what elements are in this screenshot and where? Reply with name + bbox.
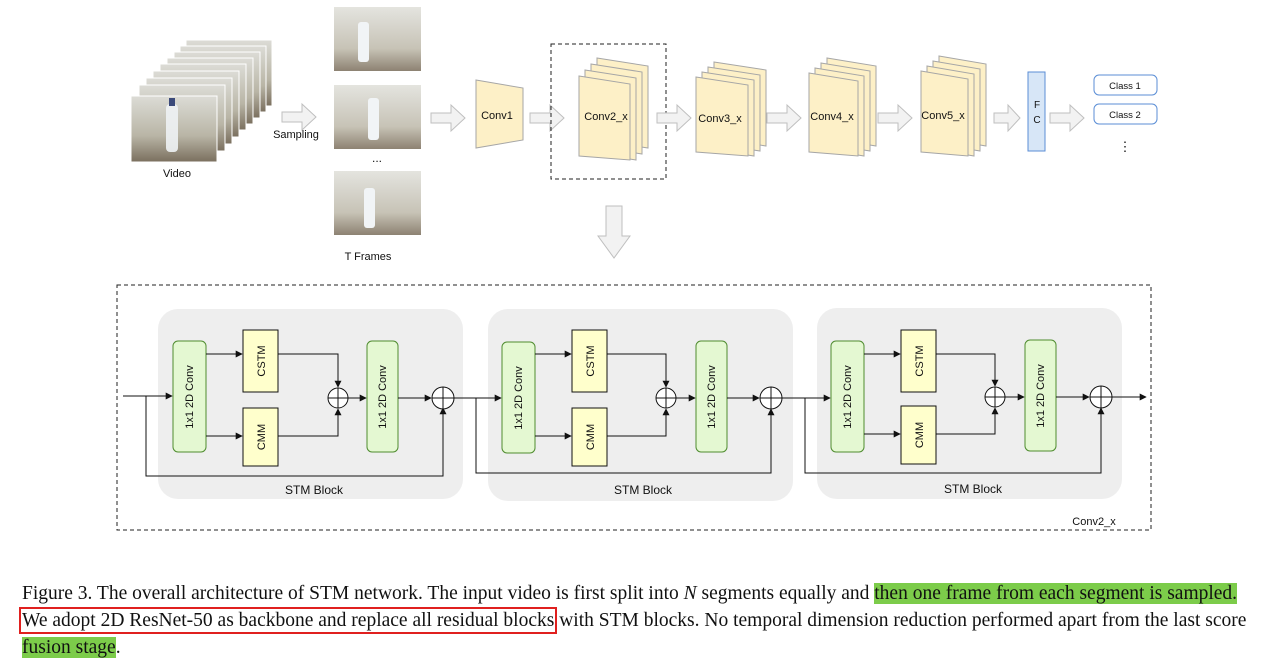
figure-caption: Figure 3. The overall architecture of ST…: [18, 580, 1262, 661]
frame-1: [334, 7, 421, 71]
svg-text:1x1 2D Conv: 1x1 2D Conv: [706, 365, 718, 429]
svg-text:1x1 2D Conv: 1x1 2D Conv: [513, 366, 525, 430]
svg-text:F: F: [1034, 100, 1040, 111]
conv4-layer: Conv4_x: [808, 57, 877, 157]
expand-arrow: [597, 205, 631, 259]
svg-text:Conv5_x: Conv5_x: [921, 110, 965, 122]
arrow-fc-classes: [1049, 103, 1085, 133]
svg-text:Conv3_x: Conv3_x: [698, 113, 742, 125]
svg-text:1x1 2D Conv: 1x1 2D Conv: [1035, 364, 1047, 428]
conv1-layer: Conv1: [475, 79, 524, 149]
svg-text:1x1 2D Conv: 1x1 2D Conv: [184, 365, 196, 429]
class-2-label: Class 2: [1109, 110, 1141, 121]
sampled-frames: ... T Frames: [334, 7, 421, 263]
svg-text:STM Block: STM Block: [614, 483, 673, 497]
caption-highlight-1: then one frame from each segment is samp…: [874, 583, 1238, 604]
svg-text:Conv4_x: Conv4_x: [810, 111, 854, 123]
class-outputs: Class 1 Class 2 ⋮: [1093, 74, 1158, 154]
stm-block-1: 1x1 2D Conv CSTM CMM 1x1 2D Conv STM Blo…: [123, 309, 463, 499]
svg-text:CSTM: CSTM: [585, 345, 597, 376]
t-frames-label: T Frames: [345, 251, 392, 263]
arrow-conv3-conv4: [766, 103, 802, 133]
arrow-conv5-fc: [993, 103, 1021, 133]
caption-n: N: [683, 583, 697, 604]
conv2-layer: Conv2_x: [578, 57, 649, 161]
video-label: Video: [163, 168, 191, 180]
caption-highlight-2: fusion stage: [22, 637, 116, 658]
caption-part-4: with STM blocks. No temporal dimension r…: [554, 610, 1247, 631]
sampling-arrow: Sampling: [273, 102, 319, 141]
svg-text:CMM: CMM: [914, 422, 926, 448]
svg-text:CSTM: CSTM: [914, 345, 926, 376]
svg-text:CSTM: CSTM: [256, 345, 268, 376]
arrow-conv4-conv5: [877, 103, 913, 133]
caption-part-2: segments equally and: [696, 583, 875, 604]
caption-boxed-text: We adopt 2D ResNet-50 as backbone and re…: [18, 607, 558, 634]
arrow-conv1-conv2: [529, 103, 565, 133]
stm-block-3: 1x1 2D Conv CSTM CMM 1x1 2D Conv STM Blo…: [782, 308, 1147, 499]
conv2-detail-label: Conv2_x: [1072, 516, 1116, 528]
svg-text:STM Block: STM Block: [285, 483, 344, 497]
video-stack: Video: [130, 39, 273, 180]
caption-part-1: Figure 3. The overall architecture of ST…: [22, 583, 684, 604]
fc-layer: F C: [1027, 71, 1046, 152]
frames-ellipsis: ...: [372, 151, 382, 165]
arrow-frames-conv1: [430, 103, 466, 133]
svg-text:CMM: CMM: [256, 424, 268, 450]
conv2-highlight-box: [550, 43, 667, 180]
svg-text:CMM: CMM: [585, 424, 597, 450]
svg-text:Conv1: Conv1: [481, 110, 513, 122]
conv3-layer: Conv3_x: [695, 61, 767, 157]
class-1-label: Class 1: [1109, 81, 1141, 92]
svg-text:Conv2_x: Conv2_x: [584, 111, 628, 123]
frame-t: [334, 171, 421, 235]
sampling-label: Sampling: [273, 129, 319, 141]
svg-text:1x1 2D Conv: 1x1 2D Conv: [842, 365, 854, 429]
conv5-layer: Conv5_x: [920, 55, 987, 157]
stm-block-2: 1x1 2D Conv CSTM CMM 1x1 2D Conv STM Blo…: [454, 309, 793, 501]
class-1-box: [1093, 74, 1158, 96]
svg-text:1x1 2D Conv: 1x1 2D Conv: [377, 365, 389, 429]
architecture-diagram: Video Sampling ... T Frames Conv1 Conv2_…: [116, 7, 1158, 531]
conv2-detail-box: [116, 284, 1152, 531]
arrow-conv2-conv3: [656, 103, 692, 133]
caption-part-5: .: [115, 637, 121, 658]
svg-text:C: C: [1033, 115, 1040, 126]
class-2-box: [1093, 103, 1158, 125]
svg-text:STM Block: STM Block: [944, 482, 1003, 496]
class-ellipsis: ⋮: [1119, 139, 1132, 154]
